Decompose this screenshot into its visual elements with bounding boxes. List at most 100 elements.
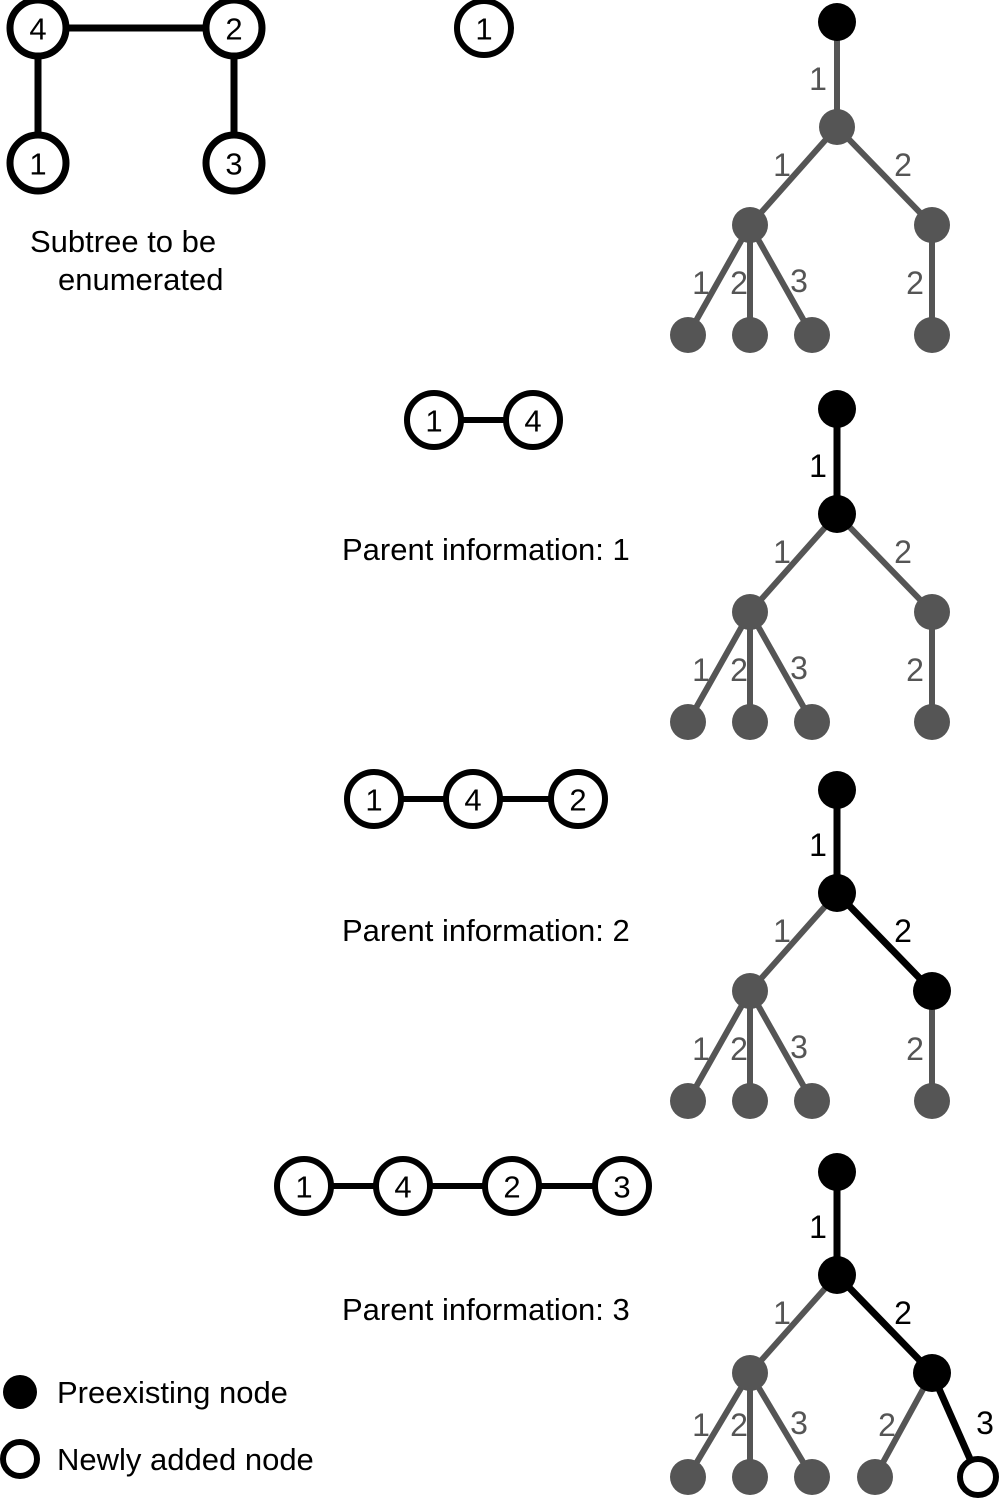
- tree-node-newly-added: [957, 1456, 999, 1498]
- tree-node-preexisting: [913, 972, 951, 1010]
- tree-node-inactive: [670, 1459, 706, 1495]
- subtree-node-label: 1: [29, 147, 46, 182]
- pattern-node-label: 4: [464, 783, 481, 818]
- pattern-node-4: [443, 769, 503, 829]
- pattern-node-4: [373, 1156, 433, 1216]
- pattern-node-label: 4: [524, 404, 541, 439]
- tree-node-preexisting: [818, 874, 856, 912]
- tree-node-preexisting: [818, 1153, 856, 1191]
- pattern-node-label: 1: [475, 12, 492, 47]
- tree-edge-label: 3: [790, 650, 808, 686]
- tree-edge-label: 1: [809, 61, 827, 97]
- tree-edge-label: 1: [692, 265, 710, 301]
- tree-edge-inactive: [685, 1371, 753, 1479]
- subtree-node-label: 2: [225, 12, 242, 47]
- tree-node-preexisting: [818, 495, 856, 533]
- tree-edge-inactive: [747, 223, 815, 337]
- pattern-node-label: 4: [394, 1170, 411, 1205]
- tree-node-inactive: [914, 207, 950, 243]
- tree-edge-label: 1: [692, 1407, 710, 1443]
- pattern-node-1: [454, 0, 514, 58]
- tree-edge-inactive: [685, 989, 753, 1103]
- pattern-node-label: 2: [569, 783, 586, 818]
- pattern-node-1: [404, 390, 464, 450]
- tree-edge-label: 2: [730, 1407, 748, 1443]
- tree-edge-label: 2: [906, 1031, 924, 1067]
- pattern-node-1: [274, 1156, 334, 1216]
- tree-edge-label: 1: [692, 652, 710, 688]
- tree-edge-inactive: [834, 511, 935, 615]
- subtree-caption-line2: enumerated: [58, 262, 223, 297]
- parent-information-caption: Parent information: 2: [342, 913, 630, 948]
- tree-edge-inactive: [834, 124, 935, 228]
- hollow-circle-icon: [0, 1439, 40, 1479]
- pattern-node-3: [592, 1156, 652, 1216]
- tree-edge-label: 1: [809, 827, 827, 863]
- tree-edge-label: 2: [730, 1031, 748, 1067]
- tree-node-inactive: [914, 1083, 950, 1119]
- pattern-node-label: 3: [613, 1170, 630, 1205]
- tree-edge-label: 3: [790, 1405, 808, 1441]
- tree-node-inactive: [914, 594, 950, 630]
- tree-edge-inactive: [747, 125, 840, 227]
- pattern-graph: 1: [454, 0, 514, 58]
- pattern-node-label: 2: [503, 1170, 520, 1205]
- filled-circle-icon: [3, 1375, 37, 1409]
- subtree-node-label: 3: [225, 147, 242, 182]
- tree-node-inactive: [857, 1459, 893, 1495]
- tree-edge-inactive: [747, 1371, 815, 1479]
- tree-edge-active: [834, 890, 935, 994]
- tree-edge-label: 2: [730, 652, 748, 688]
- tree-edge-label: 1: [773, 534, 791, 570]
- tree-node-inactive: [670, 1083, 706, 1119]
- tree-node-preexisting: [913, 1354, 951, 1392]
- tree-node-inactive: [732, 1459, 768, 1495]
- pattern-node-2: [482, 1156, 542, 1216]
- tree-edge-label: 2: [894, 534, 912, 570]
- tree-edge-inactive: [747, 610, 815, 724]
- legend-label: Preexisting node: [57, 1375, 288, 1410]
- tree-edge-label: 1: [773, 1295, 791, 1331]
- tree-node-inactive: [914, 704, 950, 740]
- tree-node-inactive: [914, 317, 950, 353]
- tree-edge-label: 2: [878, 1407, 896, 1443]
- tree-edge-label: 2: [894, 147, 912, 183]
- tree-node-inactive: [794, 1459, 830, 1495]
- tree-node-inactive: [670, 317, 706, 353]
- tree-edge-label: 2: [730, 265, 748, 301]
- pattern-node-4: [503, 390, 563, 450]
- subtree-node-4: [6, 0, 70, 60]
- tree-edge-label: 3: [976, 1405, 994, 1441]
- tree-edge-inactive: [747, 989, 815, 1103]
- tree-edge-active: [834, 1272, 935, 1376]
- tree-node-inactive: [794, 1083, 830, 1119]
- tree-node-inactive: [732, 704, 768, 740]
- tree-node-inactive: [732, 317, 768, 353]
- tree-node-inactive: [732, 973, 768, 1009]
- tree-edge-label: 2: [894, 913, 912, 949]
- tree-edge-inactive: [685, 610, 753, 724]
- tree-edge-inactive: [747, 891, 840, 993]
- subtree-node-2: [202, 0, 266, 60]
- tree-edge-label: 2: [906, 652, 924, 688]
- tree-edge-inactive: [747, 512, 840, 614]
- legend-label: Newly added node: [57, 1442, 314, 1477]
- tree-node-inactive: [819, 109, 855, 145]
- tree-edge-label: 1: [692, 1031, 710, 1067]
- tree-node-preexisting: [818, 390, 856, 428]
- tree-edge-label: 2: [906, 265, 924, 301]
- pattern-node-label: 1: [425, 404, 442, 439]
- tree-node-inactive: [670, 704, 706, 740]
- tree-node-inactive: [732, 1083, 768, 1119]
